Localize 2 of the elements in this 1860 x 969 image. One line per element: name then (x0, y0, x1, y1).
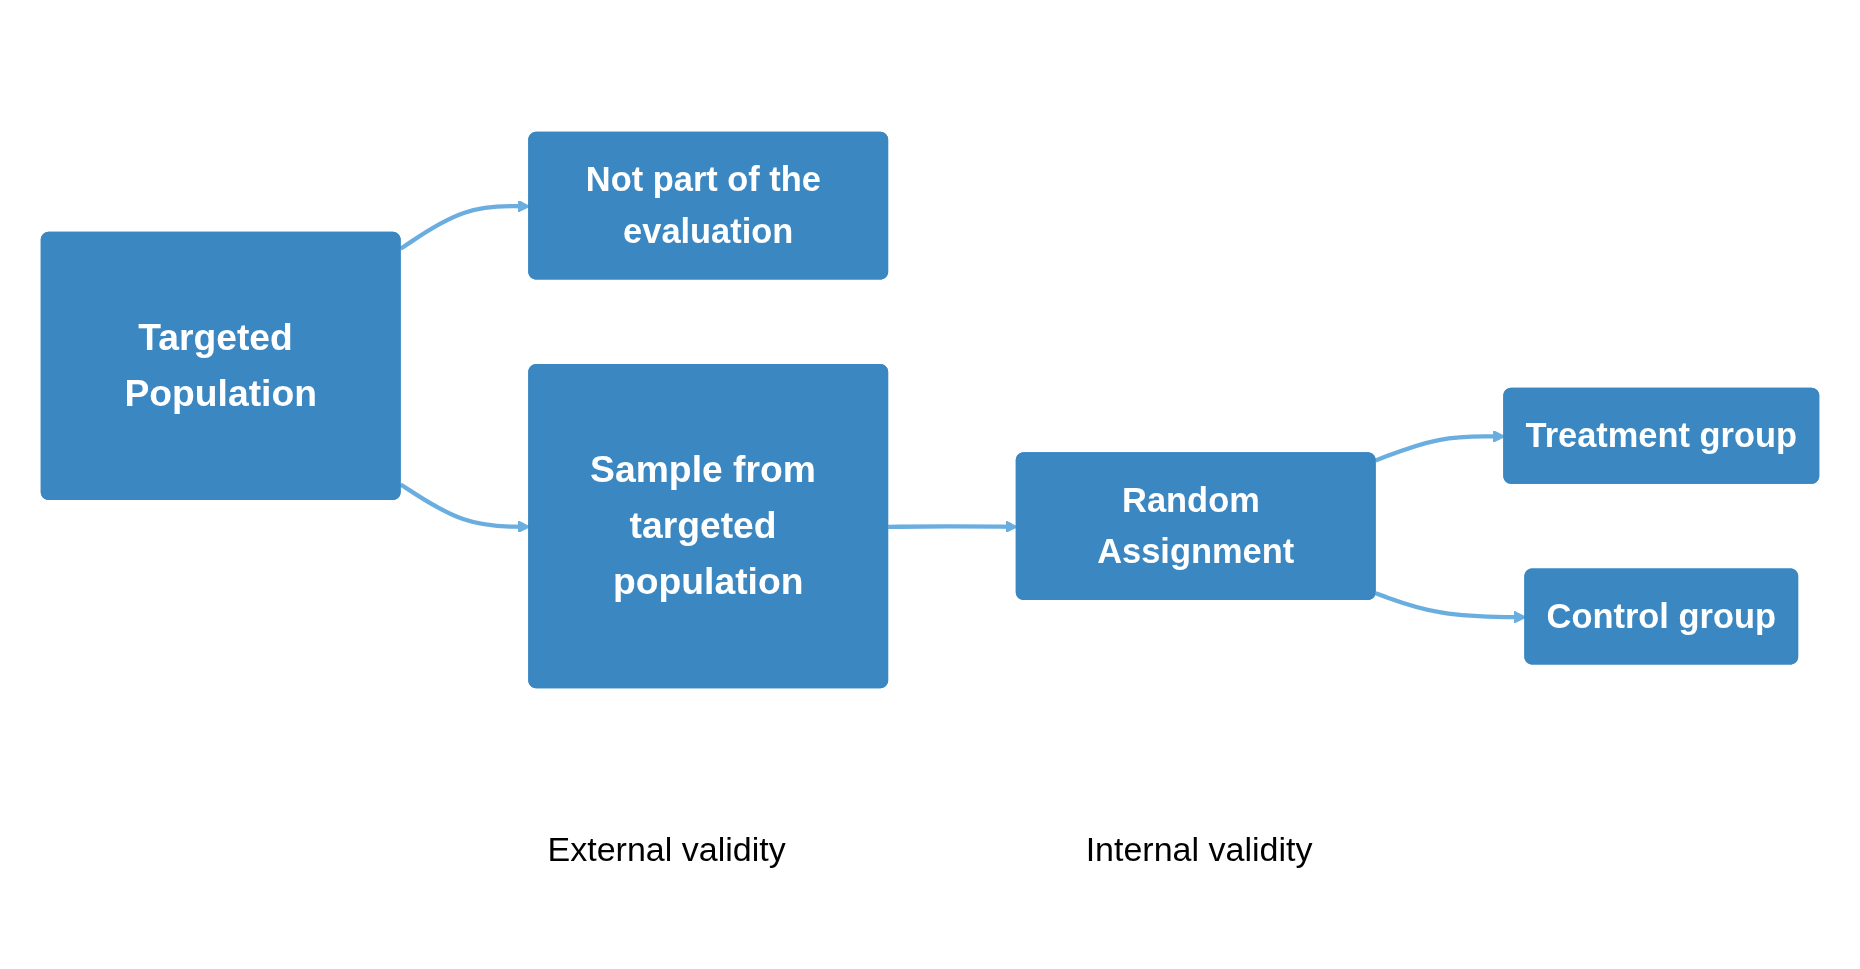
note-text: Internal validity (1085, 830, 1313, 869)
note-text: External validity (547, 830, 786, 869)
